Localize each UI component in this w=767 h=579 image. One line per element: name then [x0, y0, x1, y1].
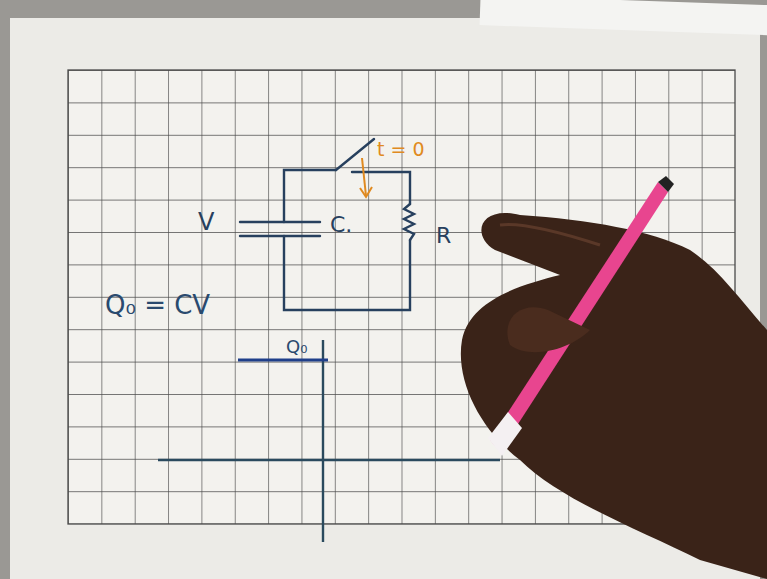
resistor-label: R — [436, 225, 451, 247]
resistor-symbol — [404, 204, 414, 240]
capacitor-plate — [240, 235, 320, 237]
hand-with-marker — [461, 176, 767, 579]
initial-charge-line — [238, 359, 328, 362]
paper-corner — [480, 0, 767, 35]
capacitor-plate — [240, 221, 320, 223]
x-axis — [158, 459, 500, 461]
switch-time-label: t = 0 — [377, 140, 425, 159]
graph-axes — [158, 340, 500, 542]
wire — [284, 236, 410, 310]
axis-value-label: Q₀ — [286, 338, 307, 356]
switch-blade — [336, 139, 374, 170]
rc-circuit — [240, 139, 414, 310]
capacitor-voltage-label: V — [198, 210, 214, 234]
y-axis — [322, 340, 324, 542]
switch-arrow — [360, 158, 372, 197]
initial-charge-equation: Q₀ = CV — [105, 292, 210, 318]
capacitor-label: C. — [330, 214, 352, 236]
wire — [352, 172, 410, 204]
wire — [284, 170, 336, 222]
